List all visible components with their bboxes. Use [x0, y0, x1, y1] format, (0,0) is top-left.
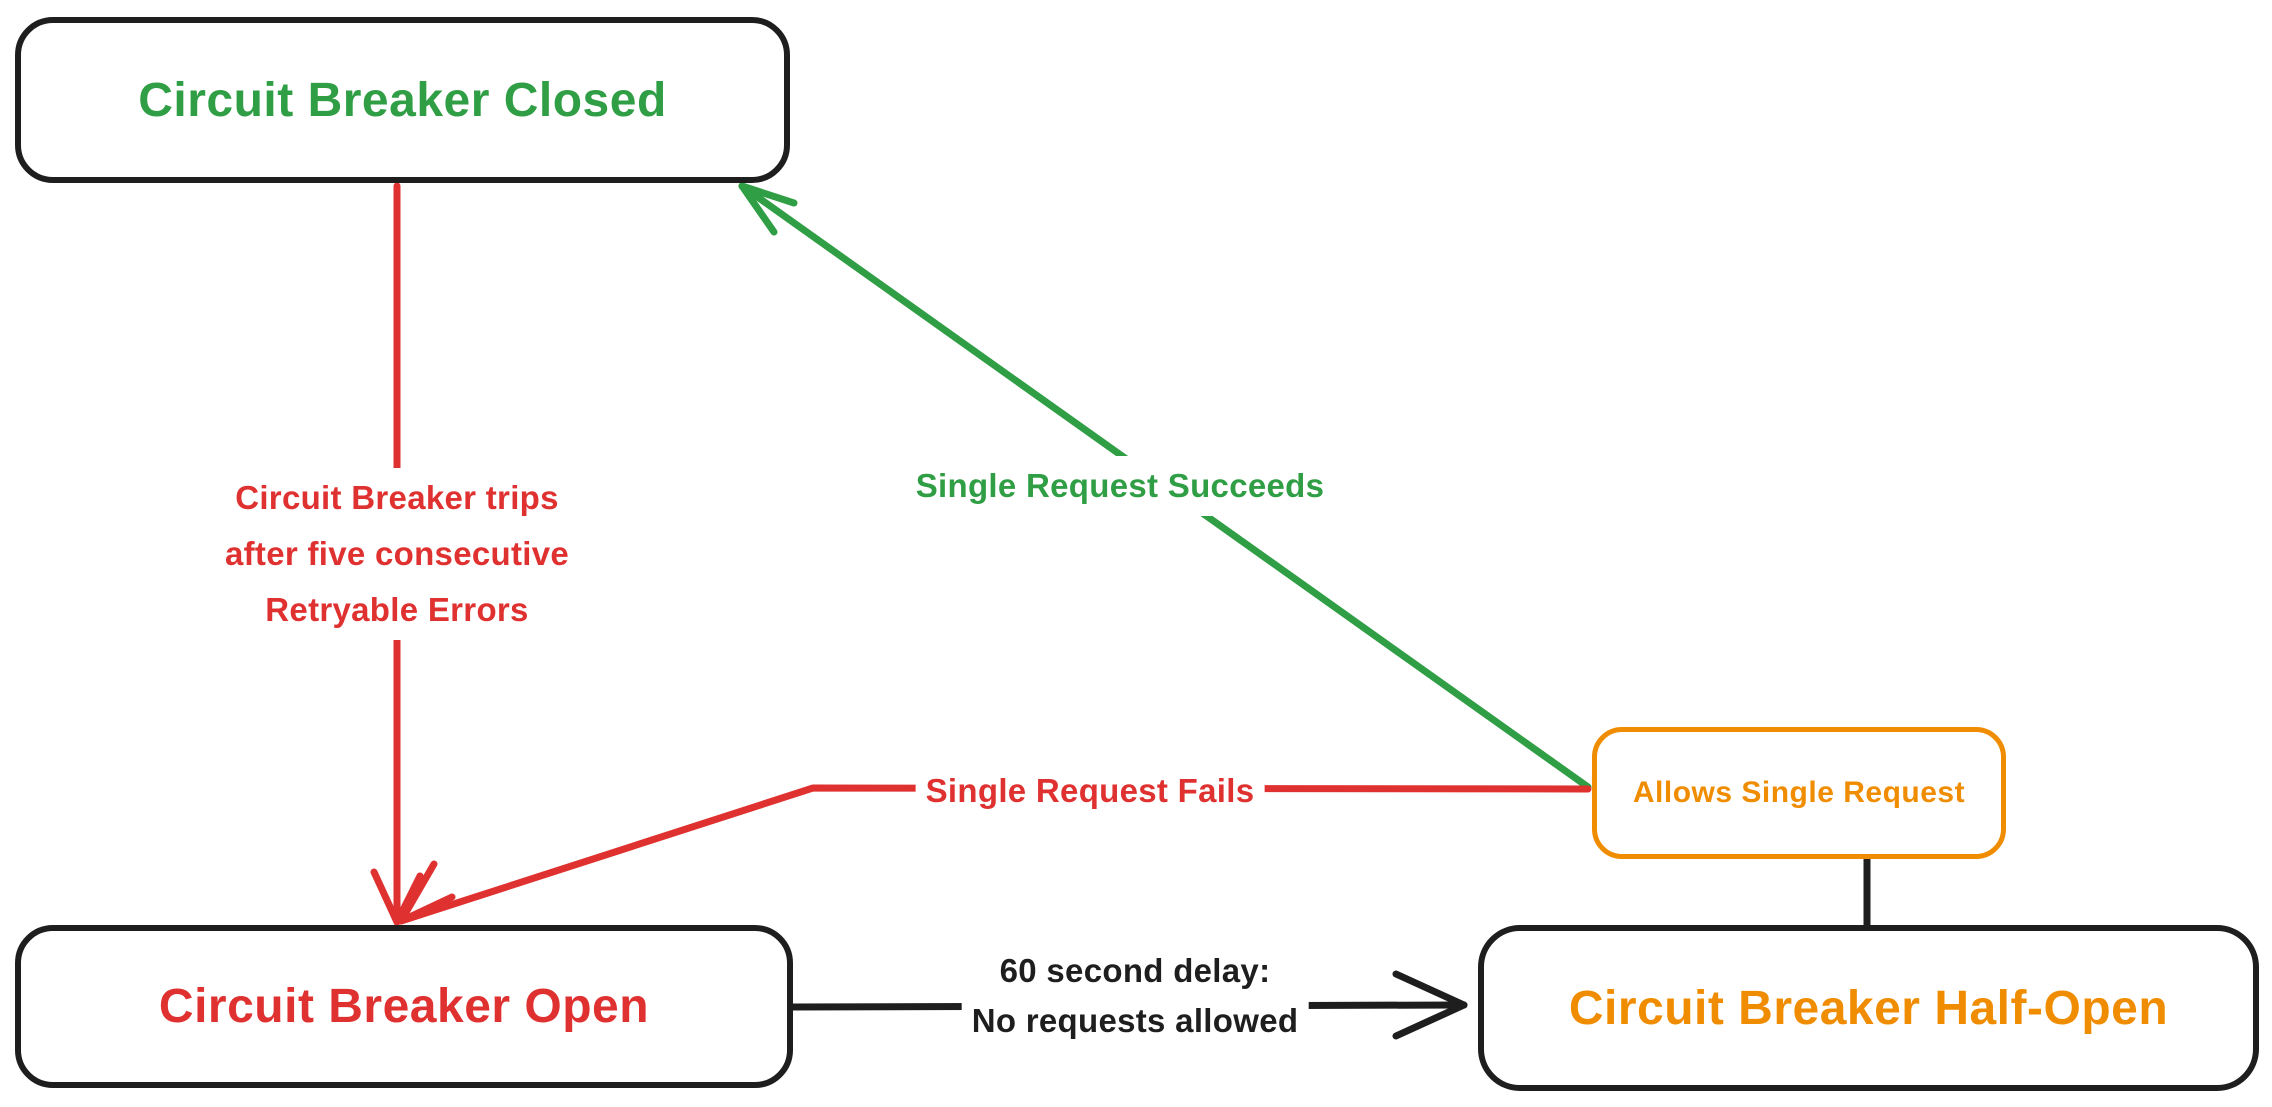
node-circuit-breaker-closed: Circuit Breaker Closed — [15, 17, 790, 183]
edge-label-single-request-fails: Single Request Fails — [915, 761, 1265, 822]
edge-label-single-request-succeeds: Single Request Succeeds — [905, 456, 1335, 517]
node-allows-single-request: Allows Single Request — [1592, 727, 2006, 859]
edge-label-trips: Circuit Breaker trips after five consecu… — [214, 468, 580, 641]
edge-label-60-second-delay: 60 second delay: No requests allowed — [961, 944, 1309, 1047]
node-circuit-breaker-open: Circuit Breaker Open — [15, 925, 793, 1088]
edge-fails-arrow — [397, 784, 1592, 925]
node-circuit-breaker-open-label: Circuit Breaker Open — [158, 980, 650, 1033]
node-circuit-breaker-half-open-label: Circuit Breaker Half-Open — [1568, 981, 2169, 1035]
node-circuit-breaker-closed-label: Circuit Breaker Closed — [138, 73, 667, 127]
node-circuit-breaker-half-open: Circuit Breaker Half-Open — [1478, 925, 2259, 1091]
node-allows-single-request-label: Allows Single Request — [1632, 776, 1966, 809]
